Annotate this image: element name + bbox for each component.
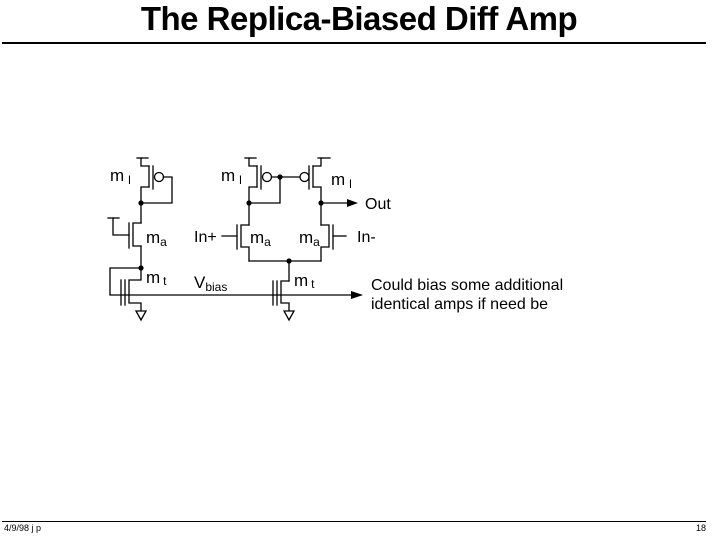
bias-arrow-icon (351, 291, 363, 299)
diff-pmos-load-right (279, 157, 331, 204)
diff-nmos-right (320, 202, 347, 262)
title-divider (2, 42, 706, 44)
footer-date-author: 4/9/98 j p (4, 523, 42, 533)
diff-pmos-load-left (244, 157, 281, 204)
footer-divider (2, 521, 706, 522)
tail-node (248, 260, 322, 282)
label-in-minus: In- (357, 229, 376, 246)
diff-nmos-left (221, 202, 250, 262)
label-m-a-right: ma (299, 228, 320, 249)
out-arrow-icon (347, 199, 358, 207)
annotation-line-1: Could bias some additional (371, 277, 563, 294)
label-m-a-left: ma (250, 228, 271, 249)
diff-nmos-m-t (272, 280, 296, 322)
junction-dots (138, 174, 324, 271)
label-out: Out (365, 196, 391, 213)
replica-nmos-m-t (109, 267, 362, 322)
label-v-bias: Vbias (194, 273, 227, 294)
page-number: 18 (695, 523, 706, 533)
label-m-a-replica: ma (146, 228, 167, 249)
replica-nmos-m-a (107, 202, 142, 269)
slide-title: The Replica-Biased Diff Amp (140, 0, 578, 37)
replica-pmos-load (136, 157, 173, 204)
annotation-line-2: identical amps if need be (371, 296, 548, 313)
label-in-plus: In+ (194, 229, 217, 246)
